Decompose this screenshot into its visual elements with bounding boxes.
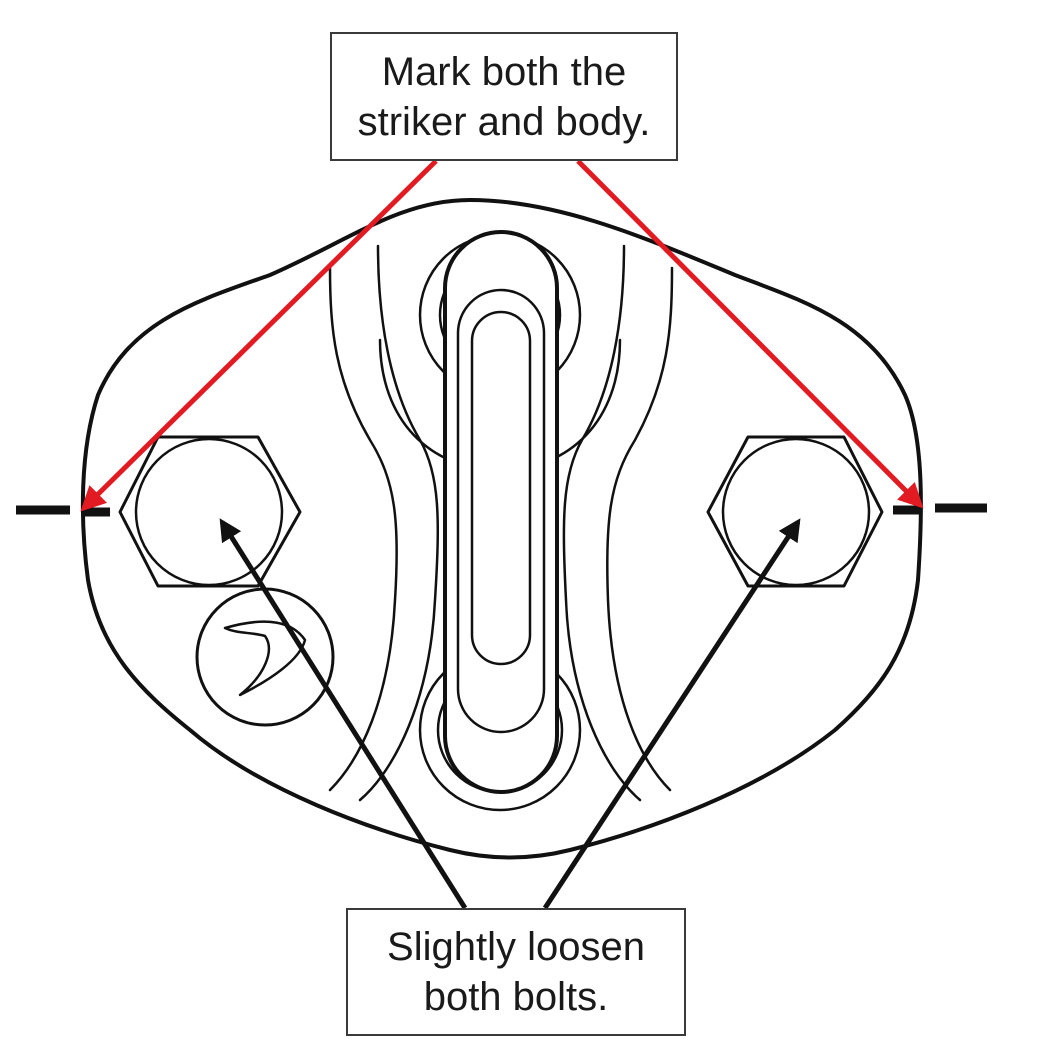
left-inner-rails — [328, 244, 440, 802]
left-bolt — [118, 435, 302, 588]
striker-base-plate — [80, 198, 923, 860]
logo-stamp-icon — [195, 587, 335, 727]
mark-arrow-left — [80, 159, 438, 512]
mark-arrow-right — [576, 159, 924, 509]
loosen-arrow-left — [219, 518, 468, 910]
mark-callout-line-1: Mark both the — [381, 49, 627, 94]
loosen-arrow-right — [542, 518, 801, 910]
loosen-callout-line-2: both bolts. — [423, 975, 609, 1019]
mark-callout-line-2: striker and body. — [357, 99, 651, 144]
loosen-callout-box: Slightly loosen both bolts. — [346, 908, 686, 1036]
right-alignment-mark — [893, 503, 987, 515]
right-bolt — [706, 435, 884, 588]
mark-callout-box: Mark both the striker and body. — [330, 32, 678, 161]
right-inner-rails — [562, 244, 674, 802]
striker-loop — [443, 230, 559, 794]
left-alignment-mark — [16, 505, 110, 517]
loosen-callout-line-1: Slightly loosen — [387, 925, 645, 969]
